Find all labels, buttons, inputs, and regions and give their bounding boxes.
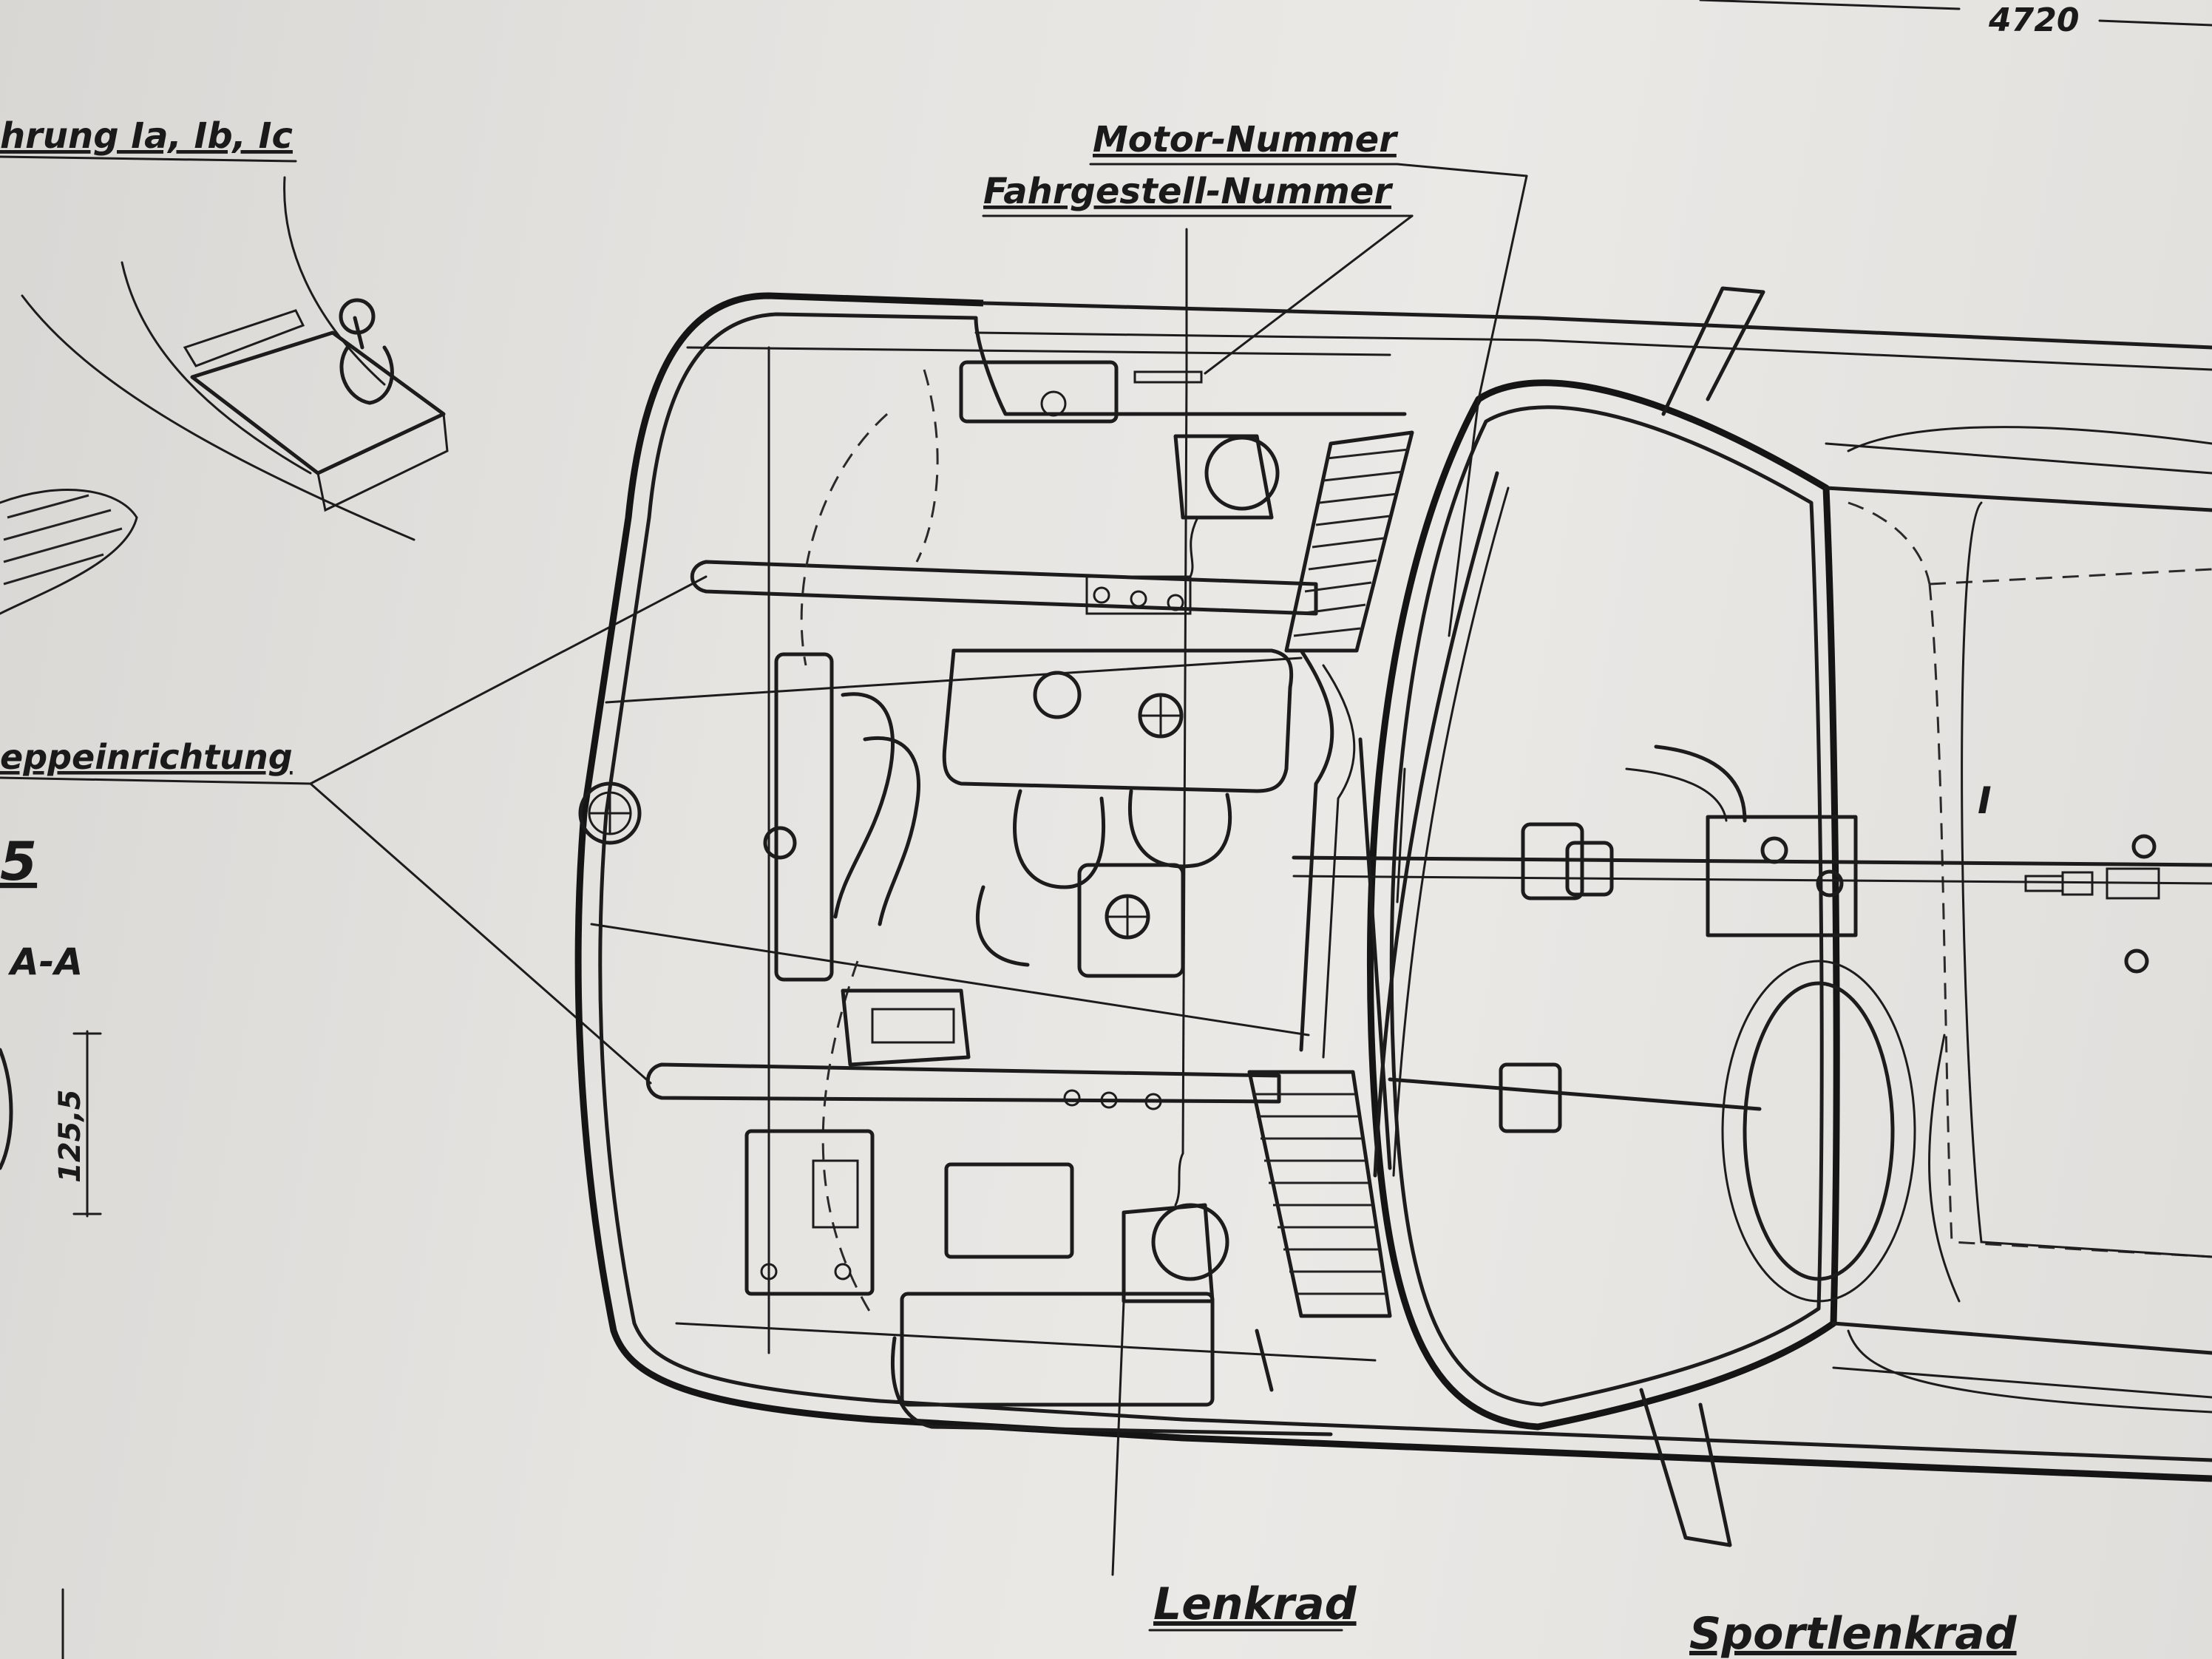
variant-label-group: hrung Ia, Ib, Ic bbox=[0, 115, 297, 163]
cowl-grille-top bbox=[1284, 430, 1414, 653]
radiator bbox=[774, 652, 834, 982]
gear-knob-icon bbox=[339, 298, 376, 335]
dimension-label-4720: 4720 bbox=[1988, 1, 2079, 39]
variant-label: hrung Ia, Ib, Ic bbox=[0, 115, 293, 157]
mirror-bottom bbox=[1639, 1388, 1732, 1547]
dimension-label-125-5: 125,5 bbox=[53, 1089, 87, 1183]
cabin bbox=[1292, 286, 2212, 1547]
engine-bay bbox=[578, 360, 1414, 1407]
mirror-top bbox=[1661, 286, 1765, 416]
lenkrad-label: Lenkrad bbox=[1153, 1578, 1357, 1630]
motor-nummer-label: Motor-Nummer bbox=[1093, 119, 1399, 160]
air-filter-box bbox=[959, 360, 1119, 424]
section-label: A-A bbox=[7, 940, 83, 983]
wiper-arm bbox=[1373, 471, 1499, 1178]
steering-wheel bbox=[1743, 981, 1895, 1281]
engine-block bbox=[942, 648, 1294, 793]
sportlenkrad-label: Sportlenkrad bbox=[1689, 1608, 2018, 1659]
dimension-line-left: 125,5 bbox=[0, 1030, 102, 1659]
battery bbox=[744, 1129, 875, 1296]
eppeinrichtung-label: eppeinrichtung bbox=[0, 737, 293, 777]
brake-servo-bottom bbox=[1151, 1203, 1229, 1281]
bmw-roundel-front-icon bbox=[578, 781, 642, 845]
label-leaders bbox=[1111, 163, 1528, 1576]
cowl-grille-bottom bbox=[1247, 1070, 1392, 1318]
dimension-line-top: 4720 bbox=[1699, 0, 2212, 39]
section-number: 5 bbox=[0, 830, 37, 892]
gear-shift-inset bbox=[0, 176, 449, 615]
fahrgestell-nummer-label: Fahrgestell-Nummer bbox=[983, 171, 1394, 212]
tow-point-leaders bbox=[309, 575, 708, 1085]
roman-numeral-label: I bbox=[1978, 779, 1992, 822]
floor-mat-hatch bbox=[3, 494, 123, 586]
